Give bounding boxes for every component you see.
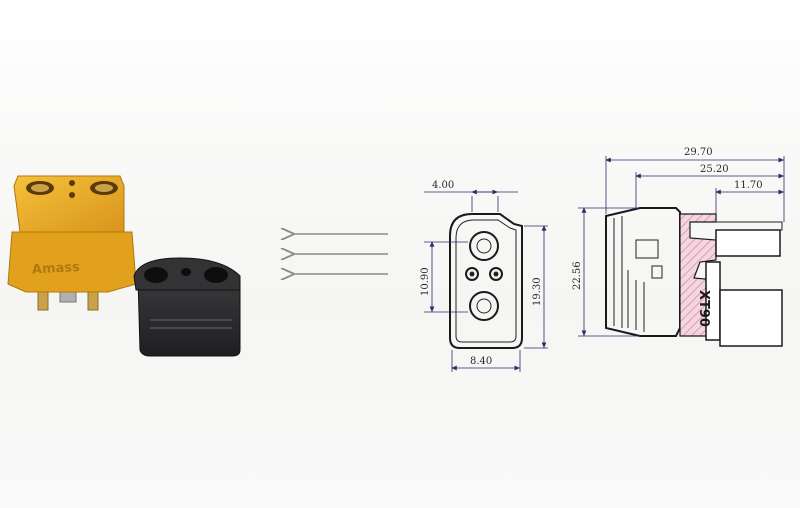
cap-hole-left bbox=[144, 267, 168, 283]
side-view-drawing: XT90 29.70 25.20 11.70 22.56 bbox=[572, 147, 785, 347]
dim-mid-length: 25.20 bbox=[700, 164, 729, 175]
brand-text: Amass bbox=[32, 260, 81, 277]
dim-inner-height: 10.90 bbox=[420, 267, 431, 296]
cap-hole-right bbox=[204, 267, 228, 283]
dim-height: 22.56 bbox=[572, 261, 583, 290]
cap-body bbox=[137, 277, 241, 357]
front-outline bbox=[449, 213, 523, 349]
dim-bottom-width: 8.40 bbox=[470, 356, 492, 367]
housing-flange bbox=[7, 231, 137, 293]
front-contact-top bbox=[469, 231, 499, 261]
dim-outer-height: 19.30 bbox=[532, 277, 543, 306]
side-housing bbox=[605, 207, 681, 337]
dim-pin-length: 11.70 bbox=[734, 180, 763, 191]
direction-arrows bbox=[293, 234, 388, 274]
side-contact-lower bbox=[719, 289, 783, 347]
dim-top-width: 4.00 bbox=[432, 180, 454, 191]
cap-hole-small bbox=[181, 268, 191, 276]
side-contact-upper bbox=[715, 229, 781, 257]
dim-overall-length: 29.70 bbox=[684, 147, 713, 158]
front-view-drawing: 4.00 10.90 19.30 8.40 bbox=[420, 180, 548, 372]
front-contact-bottom bbox=[469, 291, 499, 321]
yellow-connector-housing: Amass bbox=[7, 175, 137, 311]
part-marking: XT90 bbox=[696, 290, 711, 327]
black-connector-cap bbox=[133, 257, 241, 357]
front-pin-small-right bbox=[489, 267, 503, 281]
front-pin-small-left bbox=[465, 267, 479, 281]
